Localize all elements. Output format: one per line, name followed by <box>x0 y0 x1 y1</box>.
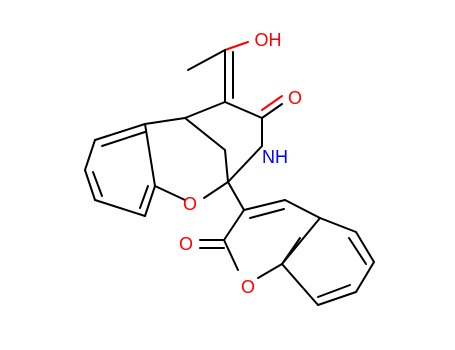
bond-double <box>101 131 146 147</box>
bond <box>227 181 245 211</box>
bond <box>257 263 283 279</box>
bond <box>224 149 229 183</box>
hydroxyl-label: OH <box>255 30 282 50</box>
bond-double <box>317 284 351 298</box>
bond <box>84 169 96 201</box>
bond-to-oh <box>224 41 249 51</box>
bond-double <box>249 208 285 219</box>
bond <box>223 239 239 271</box>
bond <box>355 261 375 293</box>
bond <box>281 263 319 306</box>
bridge-ring-oxygen-label: O <box>183 194 197 214</box>
bond <box>281 237 301 265</box>
bond <box>224 101 263 119</box>
bond <box>355 231 375 263</box>
amide-nitrogen-label: NH <box>262 147 288 167</box>
bond <box>187 49 226 71</box>
bond-double <box>139 185 149 209</box>
bond <box>203 181 229 199</box>
bond-carbonyl <box>261 103 283 119</box>
bond-to-nh <box>227 145 263 183</box>
bond-double <box>92 171 103 197</box>
bond-double <box>348 237 367 265</box>
bond <box>144 117 186 125</box>
atom-labels: OH O NH O O O <box>179 30 302 297</box>
coumarin-ring-oxygen-label: O <box>241 277 255 297</box>
bond-carbonyl-double <box>261 95 283 111</box>
bond <box>144 123 156 187</box>
bond <box>184 101 226 119</box>
bond <box>317 291 357 306</box>
lactone-carbonyl-oxygen-label: O <box>179 234 193 254</box>
bond-lines <box>84 41 375 306</box>
bond <box>144 185 156 217</box>
bond <box>223 209 245 241</box>
bond <box>243 199 286 211</box>
bond <box>84 139 96 171</box>
amide-oxygen-label: O <box>288 88 302 108</box>
bond <box>319 217 357 233</box>
bond <box>284 199 321 219</box>
bond <box>94 199 146 217</box>
bond <box>184 117 226 151</box>
bond <box>154 185 186 201</box>
bond <box>94 123 146 141</box>
